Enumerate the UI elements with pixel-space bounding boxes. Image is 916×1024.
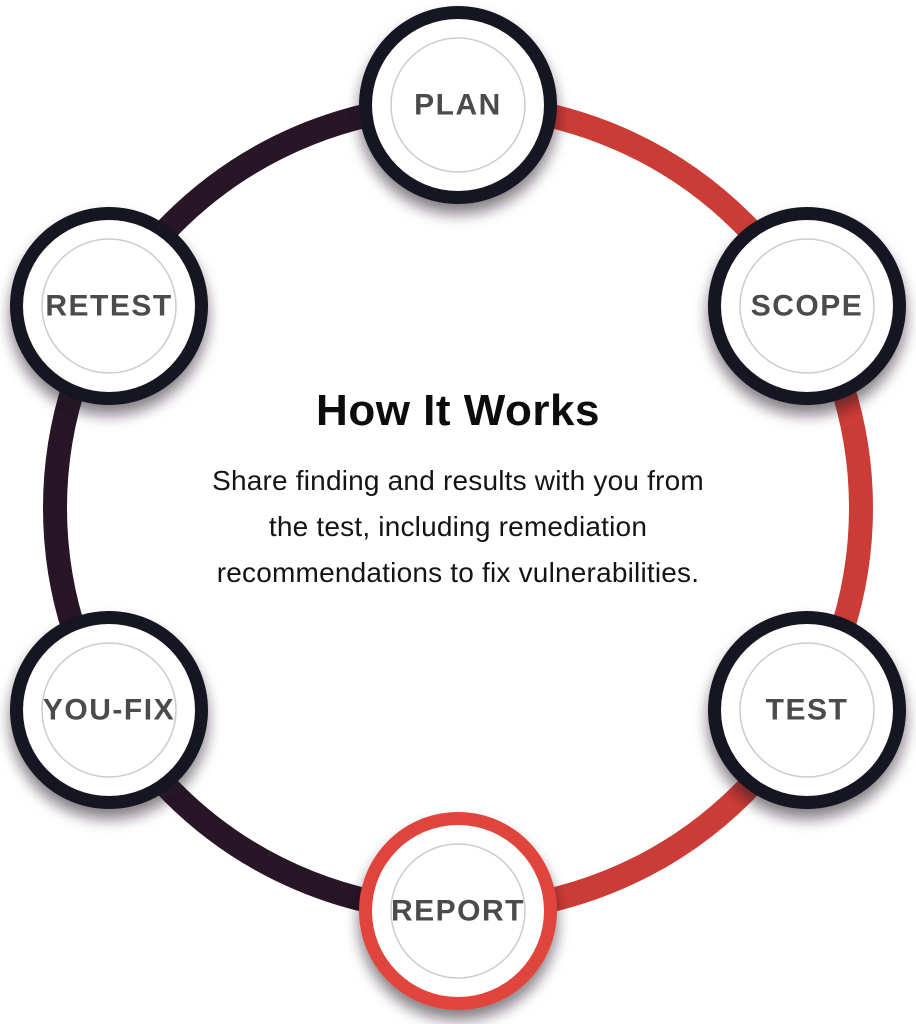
node-test-inner-ring: [739, 642, 875, 778]
node-report-face: [372, 825, 544, 997]
node-retest-inner-ring: [41, 238, 177, 374]
node-test-face: [721, 624, 893, 796]
node-test-label: TEST: [766, 694, 849, 727]
node-plan-inner-ring: [390, 37, 526, 173]
ring-arc-dark: [43, 93, 459, 923]
node-scope: SCOPE: [708, 207, 906, 405]
node-youfix: YOU-FIX: [10, 611, 208, 809]
node-scope-label: SCOPE: [751, 290, 864, 323]
node-retest: RETEST: [10, 207, 208, 405]
node-scope-face: [721, 220, 893, 392]
ring-arc-red: [457, 93, 873, 923]
node-retest-label: RETEST: [45, 290, 172, 323]
node-plan-label: PLAN: [414, 89, 502, 122]
node-youfix-label: YOU-FIX: [43, 694, 175, 727]
node-youfix-face: [23, 624, 195, 796]
node-youfix-inner-ring: [41, 642, 177, 778]
node-retest-face: [23, 220, 195, 392]
node-test: TEST: [708, 611, 906, 809]
node-plan: PLAN: [359, 6, 557, 204]
node-scope-inner-ring: [739, 238, 875, 374]
node-report-inner-ring: [390, 843, 526, 979]
node-report: REPORT: [359, 812, 557, 1010]
node-plan-face: [372, 19, 544, 191]
node-report-label: REPORT: [391, 895, 525, 928]
